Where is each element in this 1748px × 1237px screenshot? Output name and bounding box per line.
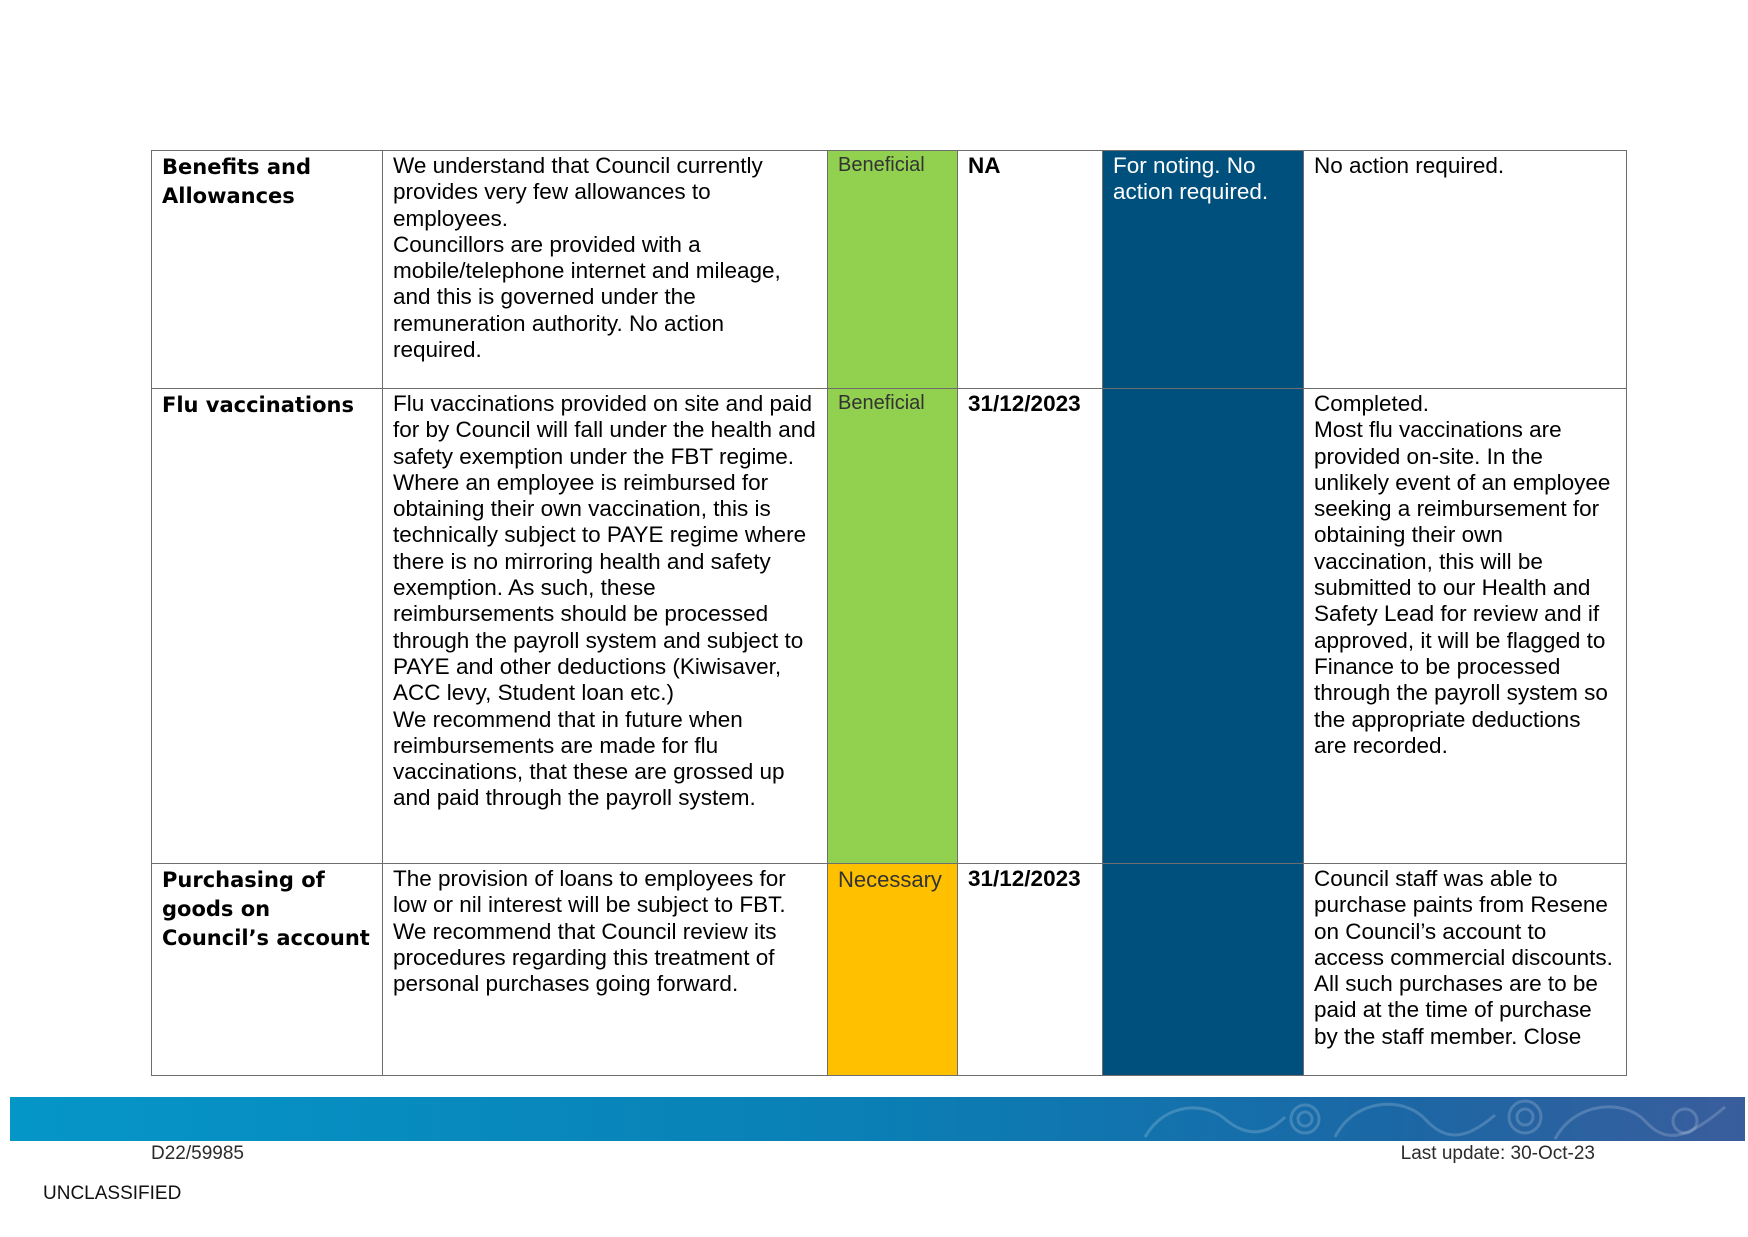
due-date-cell: 31/12/2023 <box>957 863 1103 1076</box>
rating-cell: Beneficial <box>827 150 958 389</box>
response-cell: Completed. Most flu vaccinations are pro… <box>1303 388 1627 864</box>
last-update: Last update: 30-Oct-23 <box>1400 1143 1595 1164</box>
area-cell: Flu vaccinations <box>151 388 383 864</box>
findings-table: Benefits and Allowances We understand th… <box>151 150 1627 1076</box>
classification-label: UNCLASSIFIED <box>43 1183 182 1204</box>
footer-band <box>10 1097 1745 1141</box>
table-row: Benefits and Allowances We understand th… <box>151 150 1627 389</box>
response-cell: No action required. <box>1303 150 1627 389</box>
rating-cell: Beneficial <box>827 388 958 864</box>
table-row: Purchasing of goods on Council’s account… <box>151 863 1627 1076</box>
due-date-cell: 31/12/2023 <box>957 388 1103 864</box>
management-comment-cell <box>1102 388 1304 864</box>
description-cell: Flu vaccinations provided on site and pa… <box>382 388 828 864</box>
document-id: D22/59985 <box>151 1143 244 1164</box>
rating-cell: Necessary <box>827 863 958 1076</box>
management-comment-cell <box>1102 863 1304 1076</box>
area-cell: Benefits and Allowances <box>151 150 383 389</box>
description-cell: The provision of loans to employees for … <box>382 863 828 1076</box>
description-cell: We understand that Council currently pro… <box>382 150 828 389</box>
response-cell: Council staff was able to purchase paint… <box>1303 863 1627 1076</box>
management-comment-cell: For noting. No action required. <box>1102 150 1304 389</box>
area-cell: Purchasing of goods on Council’s account <box>151 863 383 1076</box>
table-row: Flu vaccinations Flu vaccinations provid… <box>151 388 1627 864</box>
due-date-cell: NA <box>957 150 1103 389</box>
koru-pattern-icon <box>1143 1099 1726 1140</box>
